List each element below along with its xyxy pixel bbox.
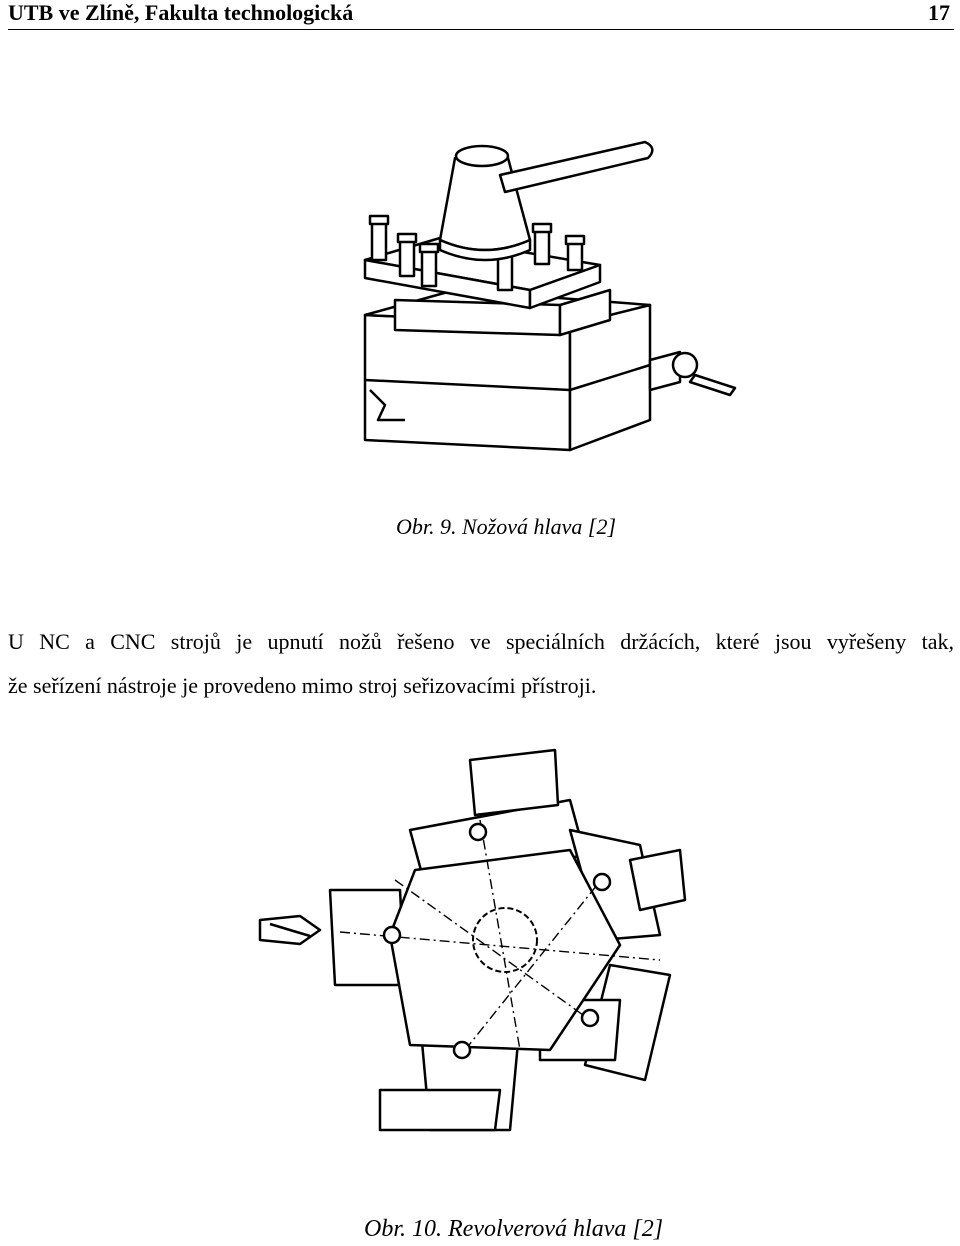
tool-post-drawing bbox=[363, 140, 737, 452]
paragraph-line: že seřízení nástroje je provedeno mimo s… bbox=[8, 673, 597, 698]
figure-caption: Obr. 9. Nožová hlava [2] bbox=[396, 514, 617, 539]
header-rule bbox=[8, 29, 954, 30]
paragraph-line: U NC a CNC strojů je upnutí nožů řešeno … bbox=[8, 629, 954, 654]
header-title: UTB ve Zlíně, Fakulta technologická bbox=[8, 0, 354, 25]
page-number: 17 bbox=[928, 0, 950, 25]
body-paragraph: U NC a CNC strojů je upnutí nožů řešeno … bbox=[8, 620, 954, 708]
figure-caption: Obr. 10. Revolverová hlava [2] bbox=[364, 1216, 664, 1242]
clamp-bolts bbox=[368, 214, 586, 292]
page-header: UTB ve Zlíně, Fakulta technologická 17 bbox=[8, 0, 954, 30]
turret-center bbox=[472, 907, 538, 973]
clamp-lever bbox=[498, 140, 654, 194]
turret-head-drawing bbox=[258, 748, 687, 1132]
clamp-cone bbox=[438, 151, 532, 252]
